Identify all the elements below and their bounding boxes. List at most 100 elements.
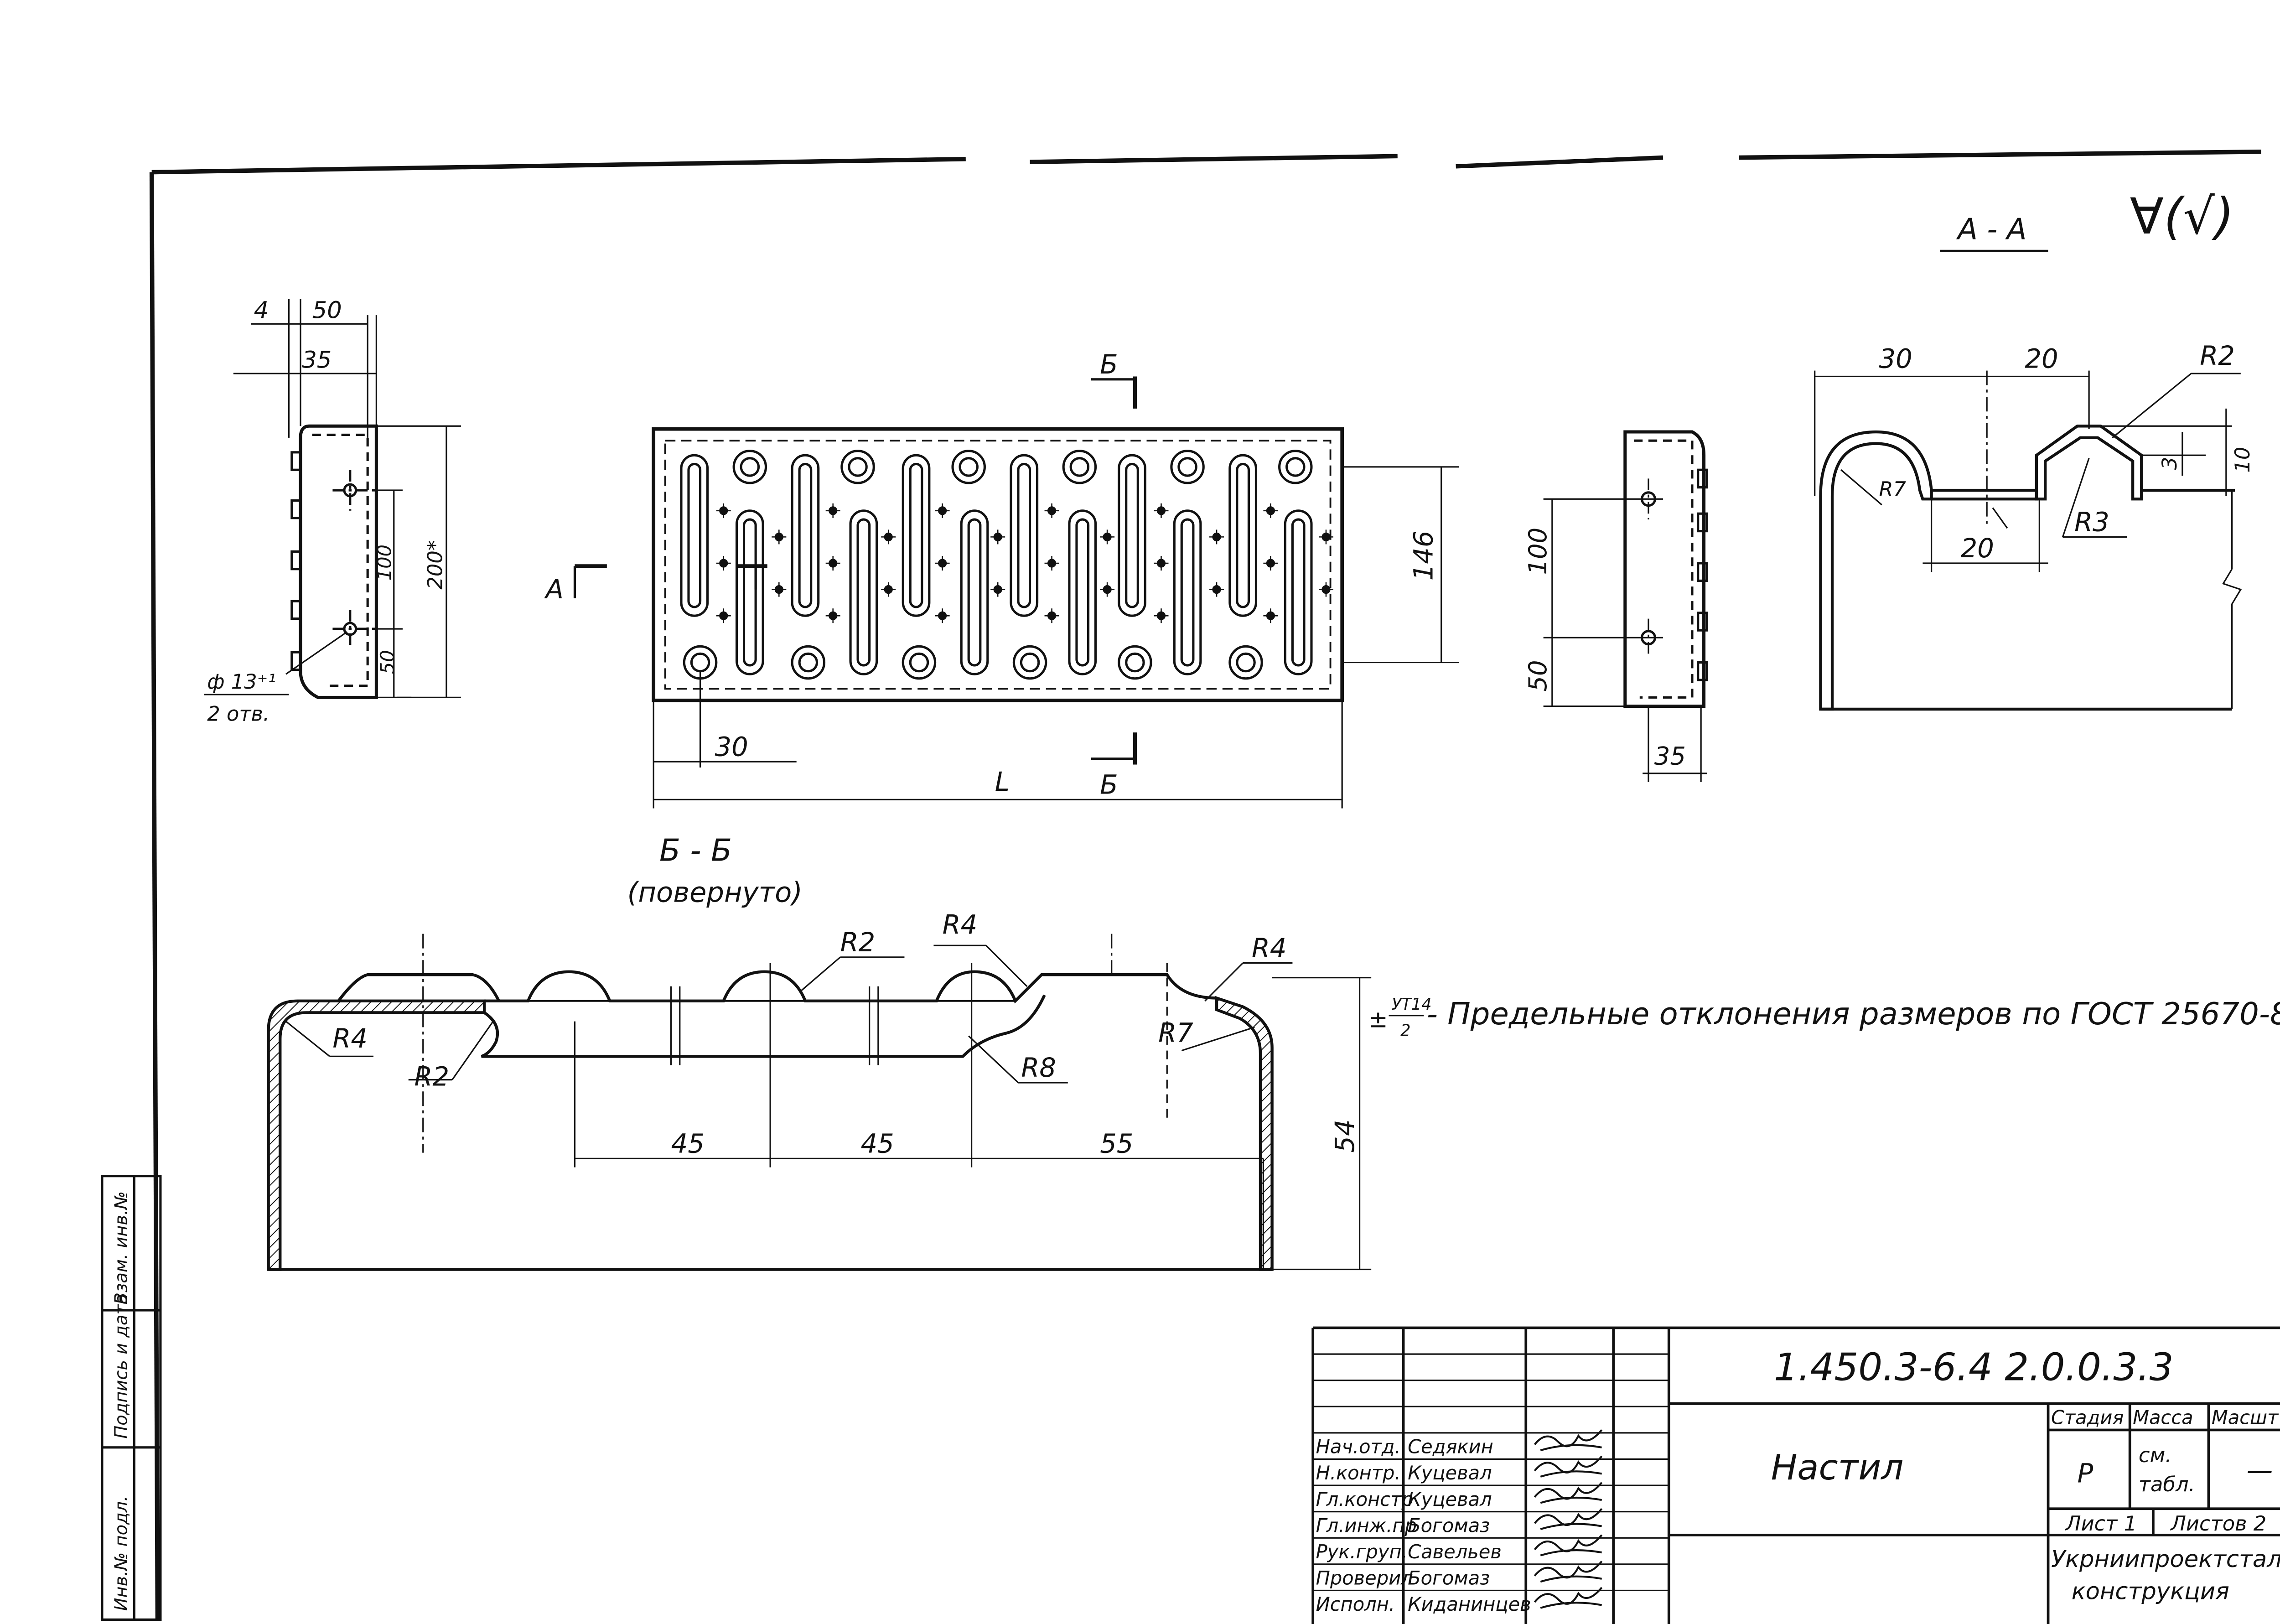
radius-r8: R8 [1021,1053,1056,1083]
dim-35-right: 35 [1654,742,1686,771]
radius-r7-aa: R7 [1879,477,1906,501]
round-hole [840,450,875,484]
dim-146: 146 [1409,530,1439,581]
radius-r4-left: R4 [332,1023,368,1054]
document-number: 1.450.3-6.4 2.0.0.3.3 [1774,1345,2173,1390]
radius-r4-top: R4 [943,910,978,940]
dim-30: 30 [715,732,748,762]
slot-inner [687,462,702,608]
slot [735,509,764,675]
slot-inner [1180,518,1195,667]
slot-inner [1125,462,1139,608]
slot [960,509,989,675]
right-view-labels: 100 50 35 [1523,528,1686,771]
signature-scribble [1534,1587,1603,1609]
tolerance-note: ± УТ14 2 - Предельные отклонения размеро… [1368,995,2280,1040]
section-aa [1814,249,2242,711]
dim-100: 100 [373,545,395,581]
title-role: Гл.констр [1316,1488,1414,1510]
dim-20-aa-bottom: 20 [1961,533,1994,564]
sheet-number: Лист 1 [2065,1511,2137,1536]
signature-scribble [1534,1508,1603,1531]
title-role: Проверил [1316,1567,1413,1589]
dim-45-a: 45 [671,1129,705,1159]
title-person: Богомаз [1408,1567,1490,1589]
side-stamp-labels: Инв.№ подл. Подпись и дата Взам. инв.№ [111,1191,131,1611]
value-mass-line1: см. [2139,1443,2172,1467]
title-role: Н.контр. [1316,1462,1401,1484]
dim-200: 200* [423,540,447,590]
round-hole-inner [1177,457,1197,477]
slot [1118,454,1146,617]
value-mass-line2: табл. [2139,1472,2195,1496]
round-hole-inner [1069,457,1090,477]
tolerance-text: - Предельные отклонения размеров по ГОСТ… [1427,996,2280,1032]
slot [1228,454,1257,617]
dim-50-right: 50 [1523,660,1552,691]
hole-diameter: ф 13⁺¹ [207,669,276,694]
section-mark-b-bottom: Б [1100,770,1118,800]
dim-50-bottom: 50 [376,650,399,674]
slot [1284,509,1313,675]
round-hole-inner [1236,652,1256,673]
dim-30-aa: 30 [1879,343,1912,374]
header-scale: Масшт [2212,1406,2279,1429]
signature-scribble [1534,1561,1603,1583]
sheet-count: Листов 2 [2170,1511,2266,1536]
stamp-signature-date: Подпись и дата [111,1294,131,1439]
section-bb-title: Б - Б [659,833,732,868]
dim-3-aa: 3 [2157,457,2182,470]
round-hole-inner [1020,652,1040,673]
drawing-frame [149,149,2261,1620]
dim-4: 4 [254,296,269,324]
slot [680,454,709,617]
slot [902,454,931,617]
title-block-labels: 1.450.3-6.4 2.0.0.3.3 Настил Стадия Масс… [1771,1345,2280,1605]
round-hole [1278,450,1313,484]
slot-inner [742,518,757,667]
dim-55: 55 [1100,1129,1133,1159]
title-person: Киданинцев [1408,1593,1531,1615]
dim-50-top: 50 [312,296,342,324]
title-role: Гл.инж.пр [1316,1514,1417,1536]
title-person: Куцевал [1408,1488,1492,1510]
signature-scribble [1534,1429,1603,1452]
slot [1068,509,1097,675]
slot [1173,509,1202,675]
tolerance-fraction-bottom: 2 [1400,1022,1410,1040]
slot-inner [1017,462,1031,608]
section-bb-labels: Б - Б (повернуто) R4 R2 R2 R4 R4 R7 R8 4… [332,833,1360,1159]
title-role: Исполн. [1316,1593,1395,1615]
dim-L: L [995,767,1010,797]
dim-45-b: 45 [860,1129,894,1159]
organization-line2: конструкция [2072,1578,2229,1605]
slot-inner [909,462,923,608]
round-hole [951,450,986,484]
stamp-inv-orig: Инв.№ подл. [111,1496,131,1611]
dim-20-aa-top: 20 [2025,343,2058,374]
organization-line1: Укрниипроектсталь [2051,1546,2280,1573]
slot [1010,454,1039,617]
title-block [1311,1326,2280,1624]
radius-r7: R7 [1158,1017,1193,1048]
title-person: Седякин [1408,1436,1493,1458]
hole-count: 2 отв. [207,702,269,726]
signature-scribble [1534,1534,1603,1557]
header-stage: Стадия [2051,1406,2124,1429]
round-hole-inner [909,652,929,673]
side-stamp [101,1175,162,1621]
round-hole-inner [959,457,979,477]
title-role: Нач.отд. [1316,1436,1401,1458]
round-hole [732,450,767,484]
plan-view-labels: 146 30 L Б Б А [544,349,1439,800]
header-mass: Масса [2133,1406,2193,1429]
plan-perforations [680,450,1333,680]
section-aa-title: А - А [1956,213,2026,247]
section-bb [267,934,1372,1271]
slot [849,509,878,675]
round-hole-inner [1285,457,1306,477]
round-hole [1170,450,1205,484]
round-hole [791,645,826,680]
svg-text:±: ± [1368,1006,1388,1033]
